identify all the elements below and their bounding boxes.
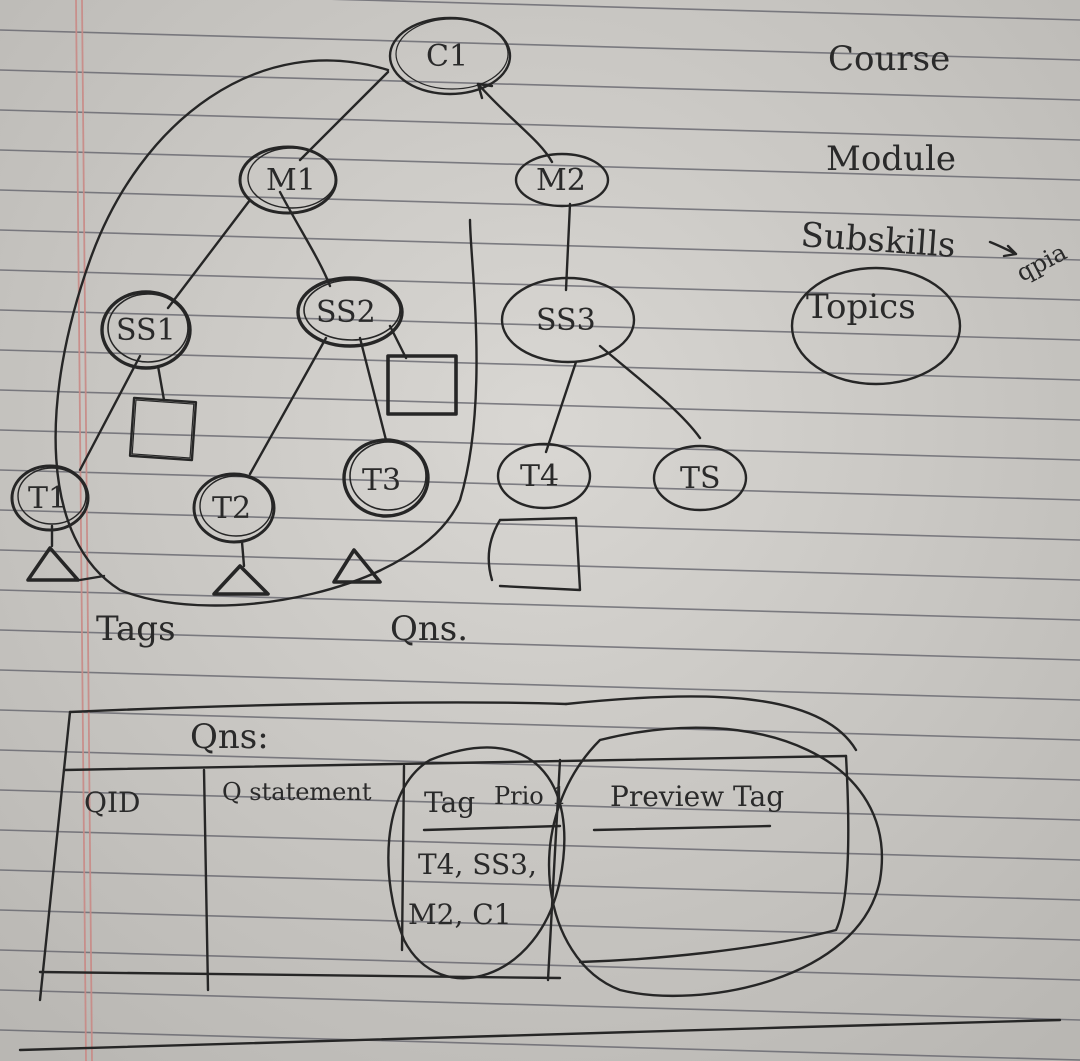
question-box-ss1 xyxy=(128,396,198,462)
table-right-top-border xyxy=(564,695,858,752)
tag-triangle-t3 xyxy=(332,548,382,584)
margin-lines xyxy=(75,0,93,1061)
question-box-t4 xyxy=(487,516,582,592)
edge-m1-ss2 xyxy=(278,190,332,288)
node-t4-label: T4 xyxy=(520,459,559,494)
node-t1-label: T1 xyxy=(28,481,67,516)
label-tags: Tags xyxy=(96,609,176,649)
rule-line xyxy=(0,709,1080,741)
node-c1-label: C1 xyxy=(426,39,468,74)
column-tag: Tag xyxy=(424,786,475,819)
table-top-border xyxy=(68,701,568,714)
edge-t2-tri xyxy=(240,540,246,568)
rule-line xyxy=(0,229,1080,261)
edge-m1-ss1 xyxy=(166,198,252,310)
node-ss1-label: SS1 xyxy=(116,313,176,348)
node-t1 xyxy=(10,464,90,532)
rule-line xyxy=(0,309,1080,341)
edge-ss2-t3 xyxy=(358,336,388,442)
rule-line xyxy=(0,669,1080,701)
preview-underline xyxy=(592,824,772,832)
column-q-statement: Q statement xyxy=(222,778,372,806)
rule-line xyxy=(0,149,1080,181)
rule-line xyxy=(0,909,1080,941)
rule-line xyxy=(0,989,1080,1021)
tag-underline xyxy=(422,824,562,832)
preview-column-loop xyxy=(547,726,883,997)
subtree-loop xyxy=(54,59,478,607)
rule-line xyxy=(0,509,1080,541)
rule-line xyxy=(0,749,1080,781)
legend-topics: Topics xyxy=(806,287,916,327)
table-title: Qns: xyxy=(190,717,269,757)
column-preview-tag: Preview Tag xyxy=(610,780,784,813)
legend-module: Module xyxy=(826,139,956,179)
table-divider-1 xyxy=(202,768,210,992)
page-bottom-stroke xyxy=(18,1018,1062,1052)
rule-line xyxy=(0,1029,1080,1061)
subskills-arrow xyxy=(988,240,1018,258)
rule-line xyxy=(0,69,1080,101)
node-topics-legend xyxy=(790,266,962,386)
node-ss3-label: SS3 xyxy=(536,303,596,338)
column-qid: QID xyxy=(84,786,140,819)
tag-value-row-2: M2, C1 xyxy=(408,898,512,931)
rule-line xyxy=(0,829,1080,861)
rule-line xyxy=(0,29,1080,61)
node-c1 xyxy=(388,16,512,96)
node-ss1 xyxy=(100,290,192,370)
node-m1-label: M1 xyxy=(266,163,316,198)
node-t3-label: T3 xyxy=(362,463,401,498)
tag-value-row-1: T4, SS3, xyxy=(418,848,537,881)
rule-line xyxy=(0,789,1080,821)
table-header-line xyxy=(62,754,848,772)
rule-line xyxy=(0,109,1080,141)
node-ss3 xyxy=(500,276,636,364)
preview-column-border xyxy=(578,754,850,964)
rule-line xyxy=(0,189,1080,221)
rule-line xyxy=(0,629,1080,661)
tags-arrow xyxy=(78,574,106,582)
node-t3 xyxy=(342,438,430,518)
rule-line xyxy=(0,589,1080,621)
label-qns: Qns. xyxy=(390,609,468,649)
edge-m2-ss3 xyxy=(564,202,572,292)
table-divider-2 xyxy=(400,764,406,952)
node-ss2 xyxy=(296,276,404,348)
question-box-ss2 xyxy=(386,354,458,416)
tag-triangle-t2 xyxy=(212,564,270,596)
column-tag-priority: Prio 1 xyxy=(494,782,567,810)
rule-line xyxy=(0,949,1080,981)
edge-ss1-box xyxy=(156,364,166,402)
table-bottom-line xyxy=(38,970,562,980)
node-m2-label: M2 xyxy=(536,163,586,198)
legend-course: Course xyxy=(828,39,950,79)
node-m2 xyxy=(514,152,610,208)
node-t2 xyxy=(192,472,276,544)
node-t4 xyxy=(496,442,592,510)
node-t5-label: TS xyxy=(680,461,721,496)
node-t2-label: T2 xyxy=(212,491,251,526)
table-left-border xyxy=(38,710,72,1002)
edge-ss2-t2 xyxy=(248,336,328,476)
edge-ss3-t5 xyxy=(598,344,702,440)
node-t5 xyxy=(652,444,748,512)
edge-ss1-t1 xyxy=(78,354,142,472)
tag-triangle-t1 xyxy=(26,546,80,582)
rule-line xyxy=(0,389,1080,421)
edge-c1-m1 xyxy=(298,70,390,162)
rule-line xyxy=(0,269,1080,301)
node-ss2-label: SS2 xyxy=(316,295,376,330)
edge-ss3-t4 xyxy=(544,360,578,454)
rule-line xyxy=(0,869,1080,901)
rule-line xyxy=(0,549,1080,581)
rule-line xyxy=(0,469,1080,501)
tag-column-loop xyxy=(387,746,566,980)
rule-line xyxy=(331,0,1080,21)
